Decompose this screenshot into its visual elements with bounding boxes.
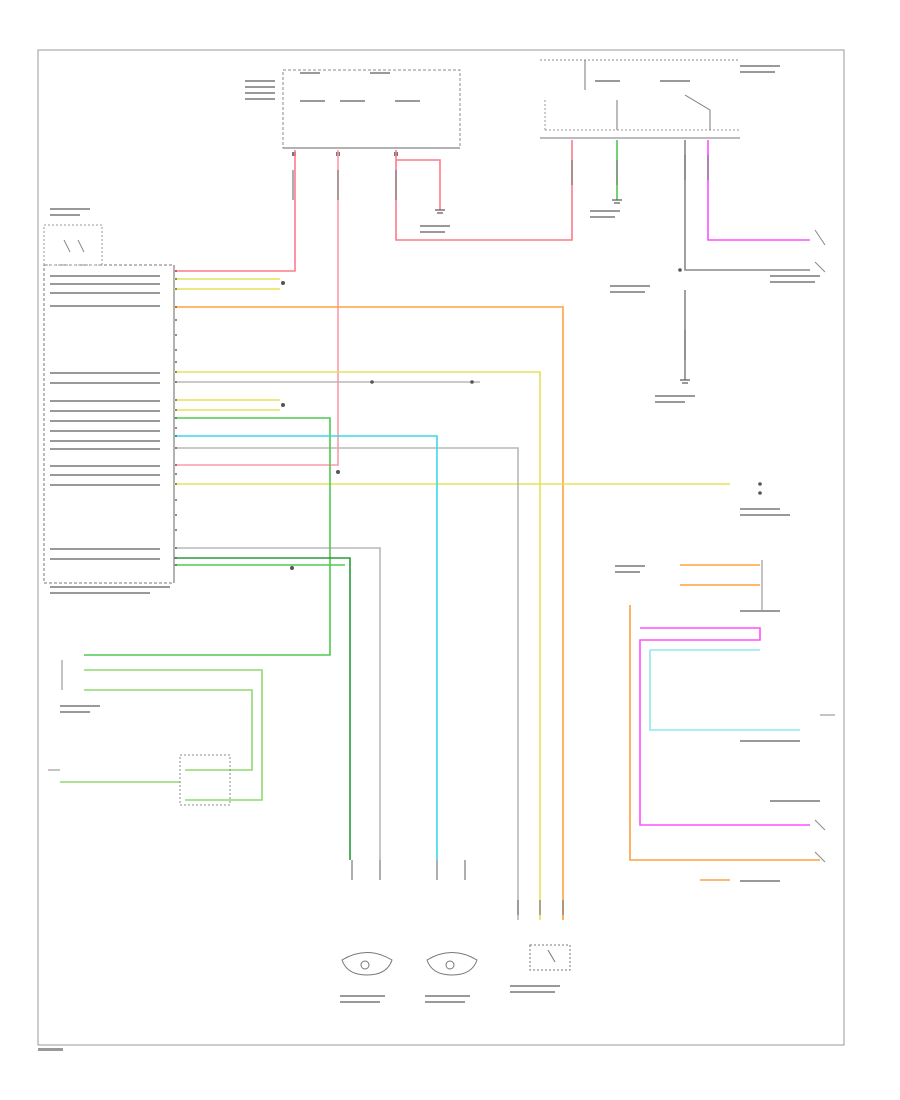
wheel-speed-sensor-left <box>426 952 478 976</box>
pressure-sensor <box>529 944 571 971</box>
module-pin-column <box>175 270 177 566</box>
wire-light-blue-2 <box>649 650 800 731</box>
wire-pink-feed <box>174 150 339 466</box>
wire-magenta-top <box>707 140 810 241</box>
fuse-block <box>282 69 461 156</box>
switch-connector-block <box>540 59 740 139</box>
wire-green-1 <box>84 417 331 656</box>
splice-points <box>281 268 762 570</box>
inline-connectors <box>292 155 709 915</box>
wire-green-4 <box>84 669 263 801</box>
wire-red-ground <box>396 159 441 210</box>
right-module <box>761 229 835 863</box>
wire-gray-2 <box>174 447 519 920</box>
left-switches <box>48 660 231 806</box>
text-marks <box>38 65 820 1051</box>
wire-green-2 <box>174 557 351 860</box>
wire-green-5 <box>84 689 253 771</box>
wire-magenta <box>639 627 810 826</box>
diagram-border <box>37 49 845 1046</box>
control-module <box>43 224 175 584</box>
wire-yellow-3 <box>174 371 541 920</box>
wire-red-battery <box>174 150 296 272</box>
wire-orange-right <box>629 605 820 861</box>
wire-cyan <box>174 435 438 860</box>
wire-dark-1 <box>684 140 810 271</box>
wheel-speed-sensor-right <box>341 952 393 976</box>
ground-symbols <box>435 199 690 384</box>
wire-gray-3 <box>174 547 381 860</box>
wire-orange <box>174 306 564 920</box>
